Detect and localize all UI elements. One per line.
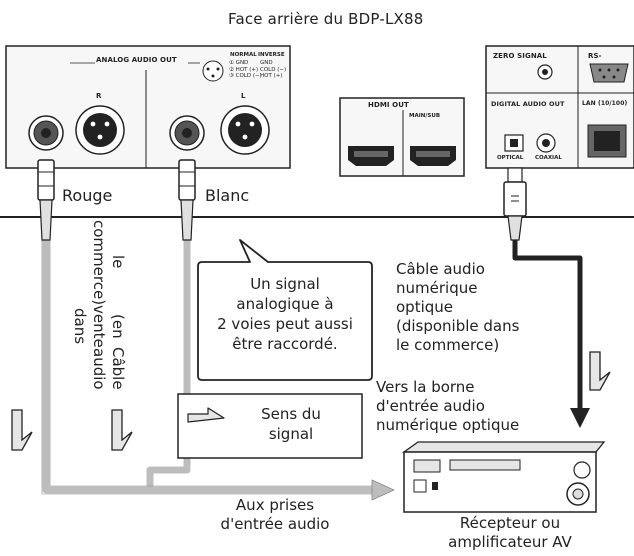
hdmi-port-main: [348, 146, 394, 166]
audio-cable-label-line-3: le commerce): [90, 219, 127, 305]
normal-pin-2: ② HOT (+): [229, 66, 259, 73]
callout-text: Un signal analogique à 2 voies peut auss…: [200, 274, 370, 354]
audio-input-line-1: Aux prises: [235, 496, 315, 514]
optical-cable-line-1: Câble audio: [396, 260, 485, 278]
normal-pin-3: ③ COLD (−): [229, 73, 262, 79]
optical-plug: [503, 167, 527, 241]
callout-line-3: 2 voies peut aussi: [217, 315, 353, 333]
rca-jack-white: [169, 115, 205, 151]
optical-jack: [504, 134, 524, 152]
optical-cable-line-5: le commerce): [396, 336, 500, 354]
legend-line-1: Sens du: [261, 405, 321, 423]
xlr-jack-r: [75, 105, 125, 155]
hdmi-out-label: HDMI OUT: [368, 101, 409, 109]
audio-cable-label: Câble audio (en vente dans le commerce): [70, 220, 127, 390]
hdmi-sub-label: MAIN/SUB: [409, 113, 441, 119]
rca-plug-white: [178, 159, 196, 241]
optical-cable-line-2: numérique: [396, 279, 478, 297]
optical-cable-line-4: (disponible dans: [396, 317, 520, 335]
audio-cable-red: [42, 240, 372, 494]
legend-box: [177, 393, 363, 459]
hdmi-port-sub: [410, 146, 456, 166]
rs-label: RS-: [588, 52, 602, 60]
callout-line-1: Un signal: [250, 275, 320, 293]
channel-r-label: R: [96, 92, 102, 100]
audio-cable-label-line-2: (en vente dans: [71, 304, 127, 348]
optical-input-line-1: Vers la borne: [376, 378, 475, 396]
coaxial-jack: [536, 133, 556, 153]
audio-cable-label-line-1: Câble audio: [90, 347, 127, 390]
zero-signal-label: ZERO SIGNAL: [493, 52, 547, 60]
signal-direction-arrow-right-icon: [589, 351, 611, 391]
inverse-pin-2: COLD (−): [260, 66, 287, 73]
audio-input-arrow-icon: [371, 479, 395, 501]
rca-plug-red: [37, 159, 55, 241]
optical-cable: [512, 240, 583, 408]
signal-direction-arrow-left-icon: [11, 409, 33, 451]
optical-input-arrow-icon: [570, 408, 590, 428]
receiver-label: Récepteur ou amplificateur AV: [420, 514, 600, 552]
audio-input-line-2: d'entrée audio: [220, 515, 330, 533]
coaxial-label: COAXIAL: [535, 155, 562, 161]
normal-pin-1: ① GND: [229, 60, 249, 66]
rca-jack-red: [28, 115, 64, 151]
receiver-line-1: Récepteur ou: [459, 514, 561, 532]
audio-cable-white: [146, 240, 191, 490]
callout-bubble: [197, 239, 373, 381]
page-title: Face arrière du BDP-LX88: [228, 10, 424, 28]
optical-label: OPTICAL: [497, 155, 524, 161]
lan-label: LAN (10/100): [582, 100, 628, 107]
optical-input-line-3: numérique optique: [376, 416, 520, 434]
receiver-line-2: amplificateur AV: [448, 533, 572, 551]
legend-line-2: signal: [268, 425, 314, 443]
callout-line-4: être raccordé.: [232, 335, 338, 353]
channel-l-label: L: [241, 92, 246, 100]
av-receiver-icon: [401, 441, 606, 513]
legend-text: Sens du signal: [236, 404, 346, 444]
normal-pins-list: ① GND ② HOT (+) ③ COLD (−): [229, 60, 262, 80]
signal-direction-arrow-mid-icon: [111, 409, 133, 451]
zero-signal-jack: [537, 64, 553, 80]
audio-input-label: Aux prises d'entrée audio: [200, 496, 350, 534]
optical-cable-line-3: optique: [396, 298, 454, 316]
white-cable-label: Blanc: [205, 186, 250, 205]
xlr-jack-l: [220, 105, 270, 155]
inverse-pins-list: GND COLD (−) HOT (+): [260, 60, 286, 80]
inverse-label: INVERSE: [258, 52, 285, 58]
optical-cable-label: Câble audio numérique optique (disponibl…: [396, 260, 566, 355]
legend-arrow-icon: [187, 407, 225, 423]
inverse-pin-3: HOT (+): [260, 73, 283, 79]
audio-cable-outline-red: [41, 240, 372, 495]
digital-audio-out-label: DIGITAL AUDIO OUT: [491, 100, 565, 108]
red-cable-label: Rouge: [62, 186, 113, 205]
callout-line-2: analogique à: [236, 295, 334, 313]
rs232-port: [589, 63, 629, 83]
analog-audio-out-label: ANALOG AUDIO OUT: [96, 56, 177, 64]
lan-port: [587, 124, 627, 158]
optical-input-label: Vers la borne d'entrée audio numérique o…: [376, 378, 576, 435]
xlr-pin-diagram-icon: [202, 60, 224, 82]
inverse-pin-1: GND: [260, 60, 273, 66]
optical-input-line-2: d'entrée audio: [376, 397, 485, 415]
normal-label: NORMAL: [230, 52, 257, 58]
